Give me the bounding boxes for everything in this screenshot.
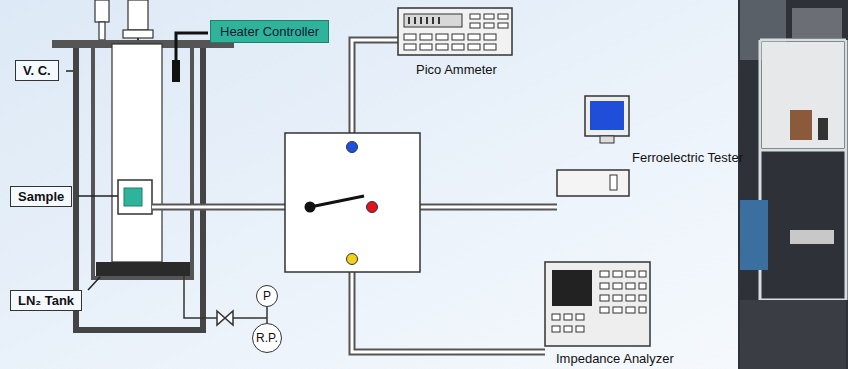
monitor-screen <box>590 101 624 130</box>
pressure-gauge-circle: P <box>256 285 278 307</box>
pump-line <box>184 276 267 325</box>
impedance-analyzer <box>545 262 650 346</box>
top-fitting <box>123 30 153 38</box>
switch-housing <box>285 133 420 272</box>
leader-line <box>66 70 73 72</box>
photo-shelf-frame <box>760 40 846 300</box>
photo-instrument <box>818 118 828 140</box>
terminal-red <box>367 202 378 213</box>
top-fitting <box>99 22 105 40</box>
inner-wall <box>190 48 194 280</box>
analyzer-screen <box>552 270 592 306</box>
ammeter-case <box>398 8 512 55</box>
controller-box: Heater Controller <box>210 20 329 43</box>
top-fitting <box>95 0 109 22</box>
heater-element <box>172 60 180 82</box>
sample-holder <box>118 180 152 214</box>
terminal-blue <box>347 142 358 153</box>
display-digits <box>409 17 439 24</box>
leader-line <box>78 195 118 197</box>
sample-piece <box>124 188 142 206</box>
vacuum-chamber <box>52 0 234 333</box>
setup-photo <box>738 0 848 369</box>
photo-shelf-back <box>762 42 844 148</box>
switch-box <box>285 133 420 272</box>
leader-line <box>88 277 100 290</box>
pipe-connector <box>266 307 268 323</box>
photo-instrument <box>790 230 834 244</box>
node-text: Heater Controller <box>220 24 319 39</box>
callout-box: V. C. <box>15 60 59 81</box>
valve-symbol <box>217 311 233 325</box>
photo-cryostat <box>790 110 812 140</box>
common-terminal <box>305 202 316 213</box>
instrument-label: Pico Ammeter <box>416 62 497 77</box>
outer-wall <box>200 48 206 333</box>
analyzer-keys <box>552 271 646 332</box>
top-fitting <box>128 0 148 30</box>
cable-core <box>152 40 557 352</box>
switch-lever <box>310 196 364 207</box>
outer-bottom <box>73 327 206 333</box>
terminal-yellow <box>347 254 358 265</box>
tester-slot <box>610 175 617 190</box>
node-text: Sample <box>18 189 64 204</box>
pipe <box>184 276 267 318</box>
ammeter-buttons <box>404 14 508 50</box>
monitor <box>585 96 629 136</box>
pico-ammeter <box>398 8 512 55</box>
ln2-tank <box>96 262 190 276</box>
callout-box: LN₂ Tank <box>10 290 82 311</box>
inner-wall <box>91 48 95 280</box>
inner-bottom <box>91 276 194 280</box>
analyzer-case <box>545 262 650 346</box>
pump-circle: R.P. <box>252 323 282 353</box>
tester-unit <box>557 170 629 196</box>
ferroelectric-tester <box>557 96 629 196</box>
photo-floor <box>740 300 846 369</box>
cables <box>152 40 557 352</box>
ammeter-display <box>404 14 462 27</box>
node-text: R.P. <box>256 331 278 345</box>
panel-background <box>0 0 738 369</box>
instrument-label: Impedance Analyzer <box>556 351 674 366</box>
cable-outline <box>152 40 557 352</box>
sample-tube <box>112 44 162 262</box>
photo-background <box>738 0 848 369</box>
heater-wire <box>176 33 208 80</box>
leader-lines <box>66 71 118 290</box>
photo-instrument <box>740 200 768 270</box>
instrument-label: Ferroelectric Tester <box>632 150 743 165</box>
photo-instrument <box>792 8 842 38</box>
node-text: P <box>263 289 271 303</box>
callout-box: Sample <box>10 186 72 207</box>
node-text: LN₂ Tank <box>18 293 74 308</box>
node-text: V. C. <box>23 63 51 78</box>
monitor-stand <box>600 136 614 143</box>
